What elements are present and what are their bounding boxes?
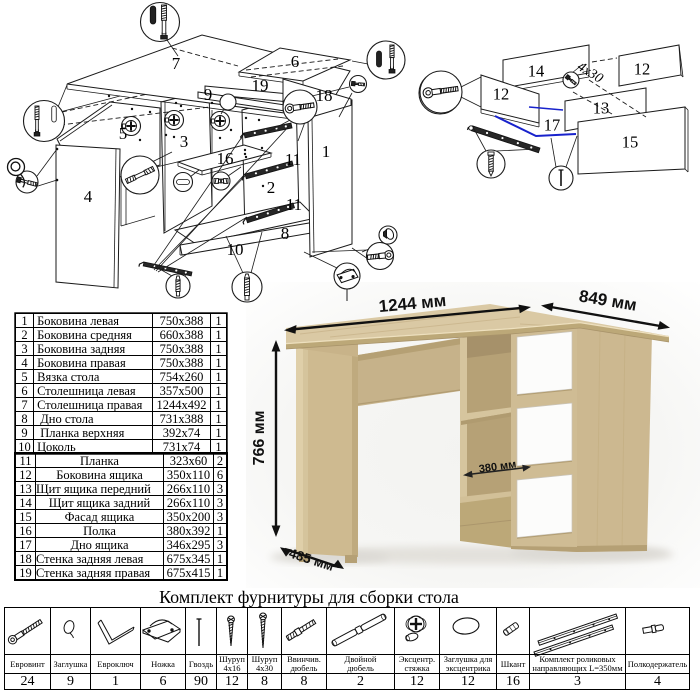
svg-text:3: 3: [180, 132, 189, 151]
svg-text:10: 10: [227, 240, 244, 259]
svg-text:11: 11: [286, 195, 302, 214]
svg-text:8: 8: [281, 224, 290, 243]
svg-text:4: 4: [84, 187, 93, 206]
svg-text:19: 19: [252, 76, 269, 95]
svg-text:11: 11: [285, 150, 301, 169]
svg-text:9: 9: [204, 85, 213, 104]
svg-text:15: 15: [622, 133, 639, 152]
svg-text:18: 18: [316, 86, 333, 105]
svg-text:17: 17: [544, 116, 561, 135]
svg-text:2: 2: [267, 178, 276, 197]
svg-text:12: 12: [493, 85, 510, 104]
svg-text:7: 7: [172, 54, 181, 73]
svg-text:16: 16: [217, 149, 234, 168]
svg-text:6: 6: [291, 52, 300, 71]
svg-text:1: 1: [322, 142, 331, 161]
svg-text:14: 14: [528, 62, 545, 81]
svg-text:5: 5: [119, 124, 128, 143]
svg-text:12: 12: [634, 60, 651, 79]
svg-text:13: 13: [593, 99, 610, 118]
svg-text:766 мм: 766 мм: [251, 411, 268, 466]
svg-text:380 мм: 380 мм: [478, 458, 517, 475]
